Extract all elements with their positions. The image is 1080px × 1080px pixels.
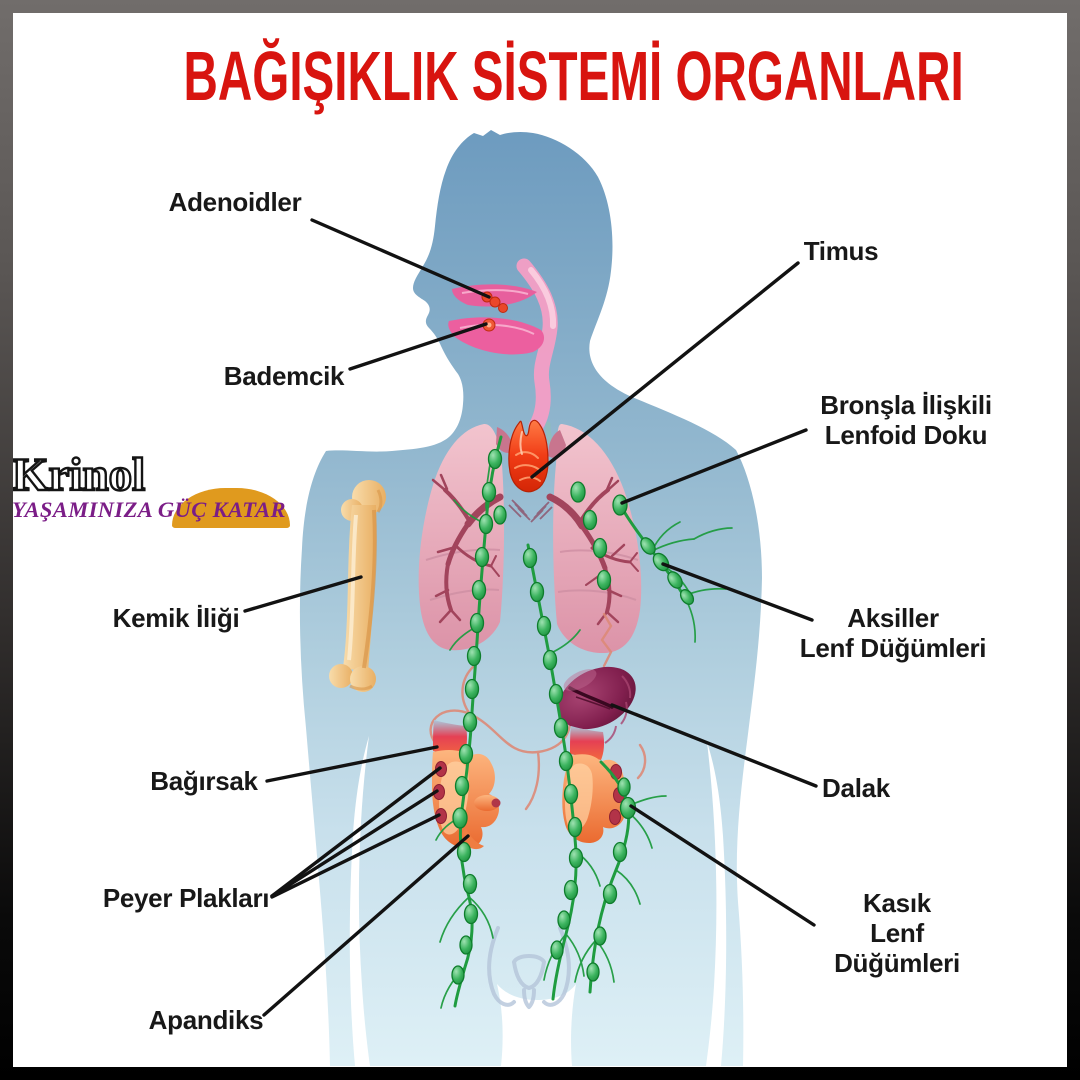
pointer-bone-marrow <box>243 575 363 613</box>
pointer-peyers-2 <box>270 789 439 898</box>
pointer-tonsil <box>348 322 488 371</box>
body-silhouette <box>299 130 762 1066</box>
logo-brand-text: Krinol <box>13 448 146 502</box>
pointer-adenoids <box>310 218 491 299</box>
label-tonsil: Bademcik <box>223 361 345 392</box>
bronchi-illustration <box>431 473 639 626</box>
balt-node <box>612 494 628 516</box>
pointer-thymus <box>530 261 800 479</box>
poster-background: BAĞIŞIKLIK SİSTEMİ ORGANLARI Adenoidler … <box>13 13 1067 1067</box>
spleen-illustration <box>558 666 636 744</box>
logo-tagline-text: YAŞAMINIZA GÜÇ KATAR <box>13 497 286 522</box>
hilum-striations <box>508 499 553 523</box>
label-bone-marrow: Kemik İliği <box>112 603 240 634</box>
throat-illustration <box>448 258 563 464</box>
label-balt: Bronşla İlişkili Lenfoid Doku <box>820 390 992 450</box>
brand-logo: Krinol YAŞAMINIZA GÜÇ KATAR <box>13 448 310 540</box>
pointer-inguinal <box>629 804 816 927</box>
pointer-peyers-1 <box>270 766 442 898</box>
page-title: BAĞIŞIKLIK SİSTEMİ ORGANLARI <box>183 37 964 115</box>
label-thymus: Timus <box>803 236 879 267</box>
pointer-axillary <box>661 562 814 622</box>
diagram-stage: BAĞIŞIKLIK SİSTEMİ ORGANLARI Adenoidler … <box>13 13 1067 1067</box>
pointer-intestine <box>265 745 439 783</box>
pelvis-outline <box>487 926 571 1009</box>
label-intestine: Bağırsak <box>150 766 258 797</box>
pointer-balt <box>620 428 808 505</box>
thymus-illustration <box>508 419 549 493</box>
bone-illustration <box>329 480 386 692</box>
label-appendix: Apandiks <box>148 1005 264 1036</box>
pointer-appendix <box>262 834 470 1017</box>
label-peyers-patches: Peyer Plakları <box>102 883 270 914</box>
pointer-peyers-3 <box>270 813 441 899</box>
lymph-nodes-illustration <box>451 448 695 985</box>
label-axillary-nodes: Aksiller Lenf Düğümleri <box>799 603 987 663</box>
pointer-lines <box>243 218 818 1017</box>
pointer-spleen <box>610 703 818 788</box>
label-inguinal-nodes: Kasık Lenf Düğümleri <box>834 888 960 978</box>
label-adenoids: Adenoidler <box>168 187 302 218</box>
label-spleen: Dalak <box>822 773 890 804</box>
anatomy-illustration <box>243 130 818 1066</box>
